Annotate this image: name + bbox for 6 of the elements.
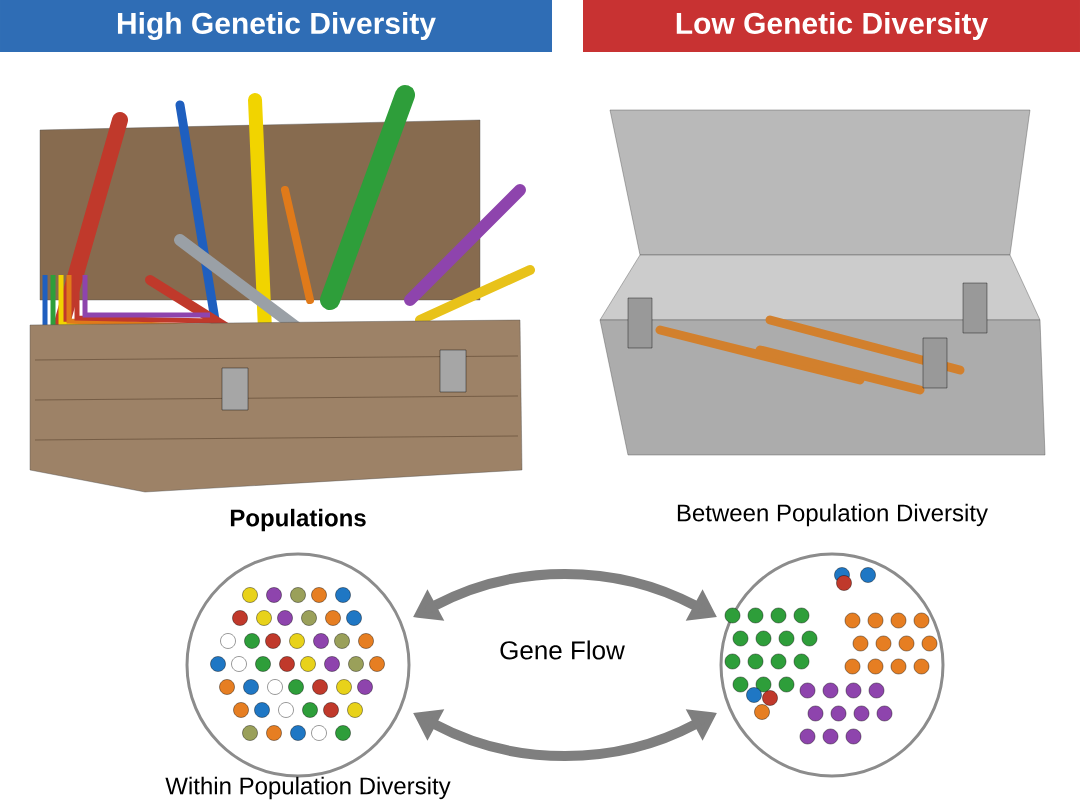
edge-label: Gene Flow [497, 638, 627, 662]
title-banner: Low Genetic Diversity [583, 0, 1080, 52]
node-label: Within Population Diversity [165, 776, 451, 800]
node-label: Between Population Diversity [677, 503, 988, 527]
title-banner: High Genetic Diversity [0, 0, 552, 52]
heading: Populations [230, 508, 366, 532]
